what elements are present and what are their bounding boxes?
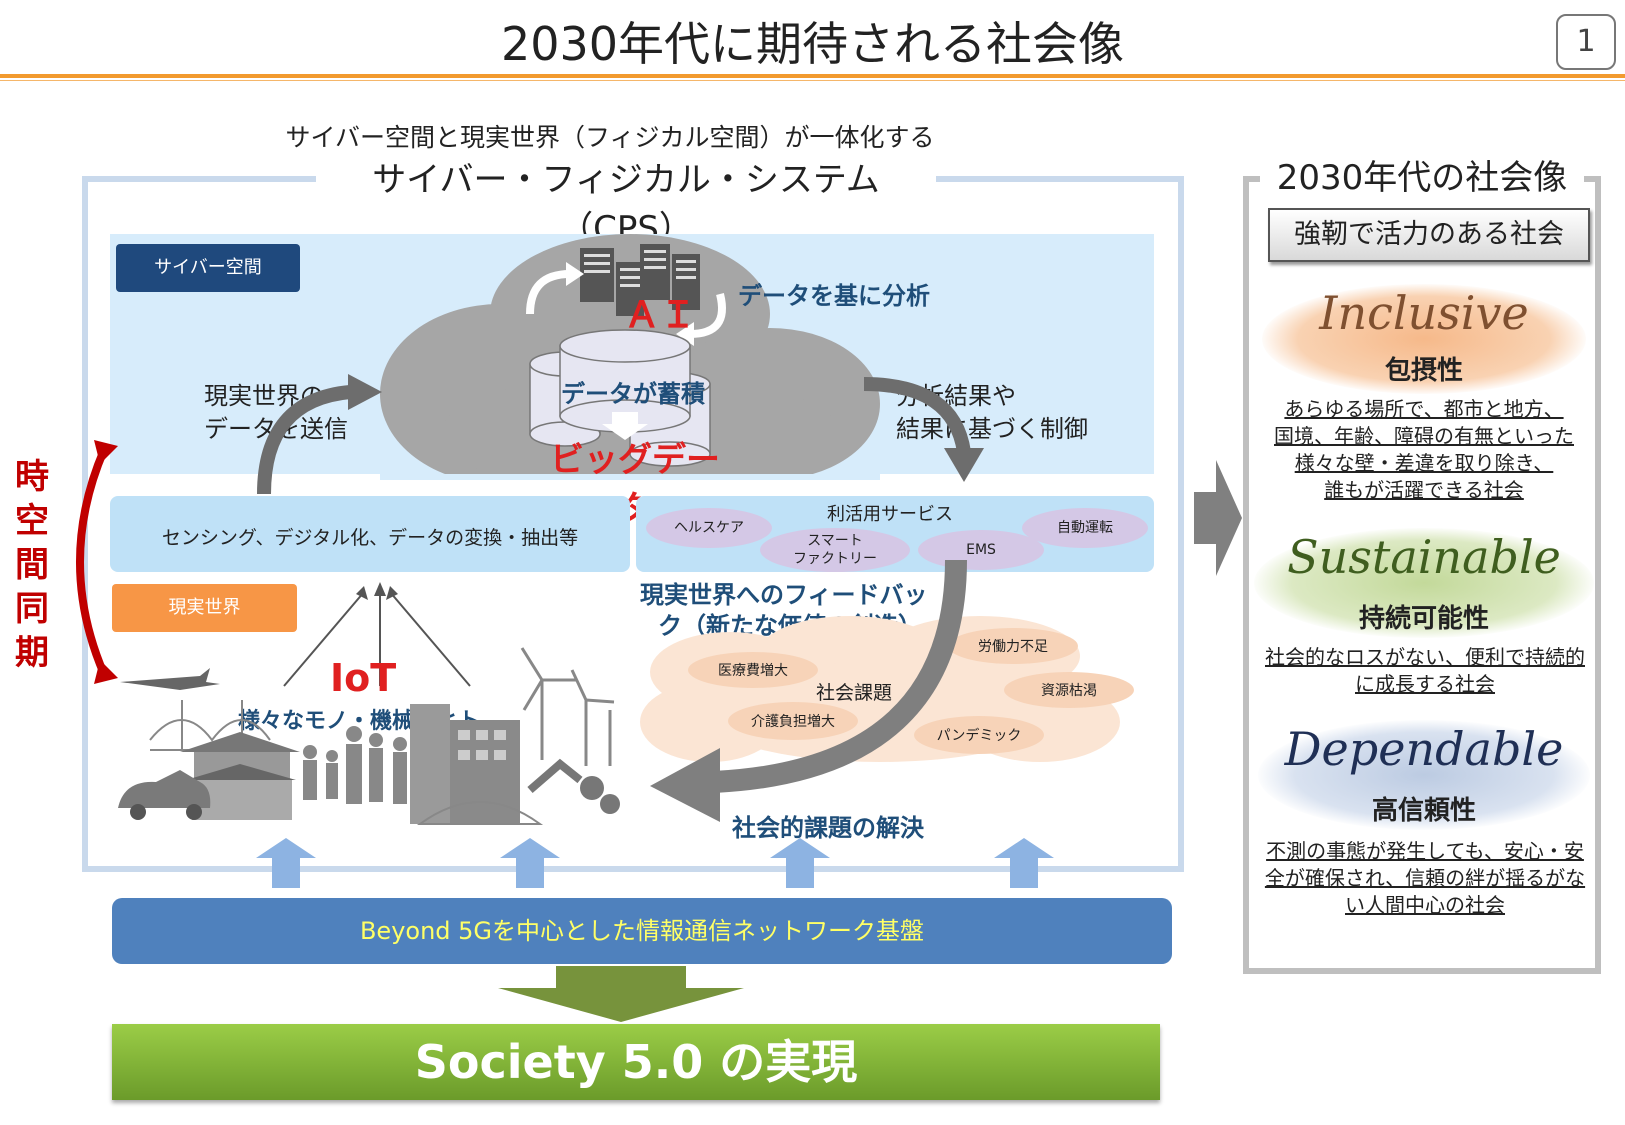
dependable-desc-line: い人間中心の社会 [1345, 893, 1505, 917]
dependable-desc: 不測の事態が発生しても、安心・安 全が確保され、信頼の絆が揺るがな い人間中心の… [1258, 838, 1592, 919]
service-autodrive: 自動運転 [1022, 508, 1148, 548]
inclusive-desc-line: あらゆる場所で、都市と地方、 [1284, 397, 1564, 421]
issue-labor: 労働力不足 [948, 628, 1078, 664]
iot-arrows [283, 582, 471, 687]
analysis-label: データを基に分析 [738, 282, 930, 310]
result-line2: 結果に基づく制御 [896, 415, 1088, 443]
issue-pandemic: パンデミック [914, 716, 1044, 754]
send-arrow [257, 374, 382, 495]
vision-tagline: 強靭で活力のある社会 [1268, 208, 1590, 262]
real-world-label: 現実世界 [112, 584, 297, 632]
service-smart-factory: スマート ファクトリー [760, 528, 910, 572]
inclusive-jp: 包摂性 [1384, 356, 1463, 386]
service-healthcare: ヘルスケア [646, 508, 772, 548]
dependable-jp: 高信頼性 [1371, 796, 1476, 826]
real-world-illustration [118, 647, 620, 825]
issue-medical: 医療費増大 [688, 652, 818, 688]
big-data-label: ビッグデータ [550, 440, 720, 529]
issue-nursing: 介護負担増大 [728, 702, 858, 740]
service-ems: EMS [918, 530, 1044, 570]
sync-arrow [76, 440, 118, 684]
cloud-graphic [380, 234, 880, 480]
dependable-glow [1258, 720, 1590, 830]
services-title: 利活用サービス [827, 504, 953, 525]
inclusive-title: Inclusive [1319, 286, 1529, 340]
sustainable-desc-line: に成長する社会 [1355, 672, 1495, 696]
header-divider-thin [0, 80, 1625, 81]
iot-label: IoT [330, 656, 397, 700]
header-divider [0, 74, 1625, 78]
sensing-box [110, 496, 630, 572]
sustainable-desc: 社会的なロスがない、便利で持続的 に成長する社会 [1258, 644, 1592, 698]
down-arrow-to-society [498, 966, 744, 1022]
inclusive-desc-line: 様々な壁・差違を取り除き、 [1294, 451, 1554, 475]
ai-label: ＡＩ [623, 295, 696, 336]
cps-subtitle: サイバー空間と現実世界（フィジカル空間）が一体化する [285, 123, 935, 152]
sync-text: 時空間同期 [15, 457, 49, 673]
sustainable-glow [1254, 528, 1594, 638]
inclusive-glow [1262, 284, 1586, 394]
sensing-text: センシング、デジタル化、データの変換・抽出等 [161, 527, 579, 549]
inclusive-desc-line: 誰もが活躍できる社会 [1324, 478, 1524, 502]
society-banner: Society 5.0 の実現 [112, 1024, 1160, 1100]
inclusive-desc-line: 国境、年齢、障碍の有無といった [1274, 424, 1574, 448]
feedback-arrow [650, 560, 967, 822]
dependable-desc-line: 不測の事態が発生しても、安心・安 [1266, 839, 1584, 863]
network-bar: Beyond 5Gを中心とした情報通信ネットワーク基盤 [112, 898, 1172, 964]
solution-label: 社会的課題の解決 [732, 814, 924, 842]
sustainable-title: Sustainable [1287, 530, 1561, 584]
accumulate-label: データが蓄積 [561, 380, 705, 408]
to-vision-arrow [1194, 460, 1242, 576]
result-arrow [863, 377, 984, 482]
inclusive-desc: あらゆる場所で、都市と地方、 国境、年齢、障碍の有無といった 様々な壁・差違を取… [1262, 396, 1586, 504]
feedback-line1: 現実世界へのフィードバッ [640, 581, 928, 609]
issues-center: 社会課題 [816, 682, 893, 704]
cyber-space-label: サイバー空間 [116, 244, 300, 292]
page-title: 2030年代に期待される社会像 [500, 17, 1125, 71]
vision-title: 2030年代の社会像 [1260, 150, 1584, 199]
network-up-arrows [256, 838, 1054, 888]
sustainable-desc-line: 社会的なロスがない、便利で持続的 [1265, 645, 1585, 669]
issue-resources: 資源枯渇 [1004, 672, 1134, 708]
sync-label: 時空間同期 [10, 455, 54, 675]
page-number: 1 [1556, 14, 1616, 70]
dependable-desc-line: 全が確保され、信頼の絆が揺るがな [1264, 866, 1586, 890]
sustainable-jp: 持続可能性 [1358, 604, 1489, 634]
dependable-title: Dependable [1284, 722, 1564, 776]
